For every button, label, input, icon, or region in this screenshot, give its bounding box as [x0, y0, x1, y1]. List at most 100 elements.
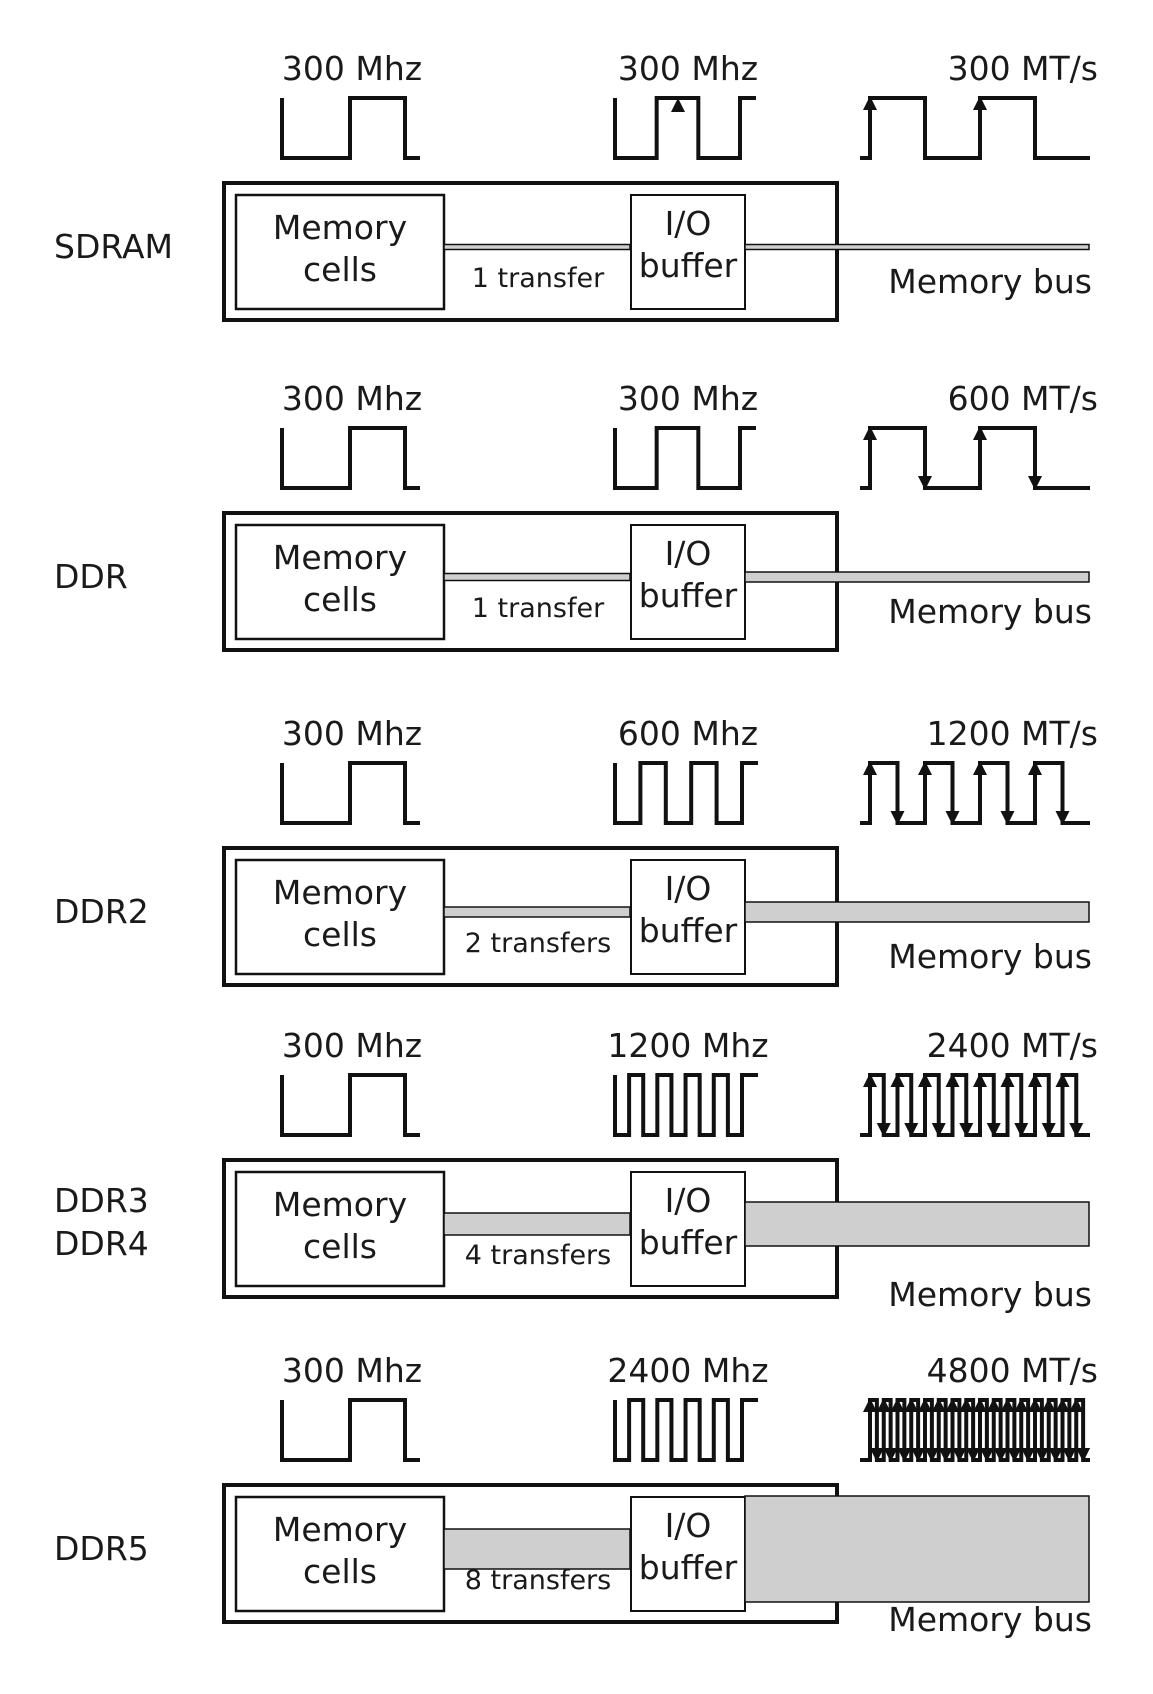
falling-edge-arrow	[883, 1448, 898, 1462]
falling-edge-arrow	[966, 1448, 981, 1462]
io-buffer-label: I/O	[665, 1506, 712, 1545]
falling-edge-arrow	[904, 1123, 919, 1137]
transfers-label: 1 transfer	[472, 593, 605, 624]
falling-edge-arrow	[1021, 1448, 1036, 1462]
memory-type-label: DDR3	[54, 1181, 149, 1220]
memory-cells-box	[234, 1170, 446, 1288]
falling-edge-arrow	[993, 1448, 1008, 1462]
bus-rate-label: 4800 MT/s	[927, 1351, 1098, 1390]
bus-rate-label: 300 MT/s	[948, 49, 1098, 88]
rising-edge-arrow	[904, 1398, 919, 1412]
rising-edge-arrow	[918, 1073, 932, 1087]
rising-edge-arrow	[863, 96, 877, 110]
rising-edge-arrow	[959, 1398, 974, 1412]
core-clock-label: 300 Mhz	[282, 1351, 422, 1390]
io-clock-label: 1200 Mhz	[607, 1026, 768, 1065]
falling-edge-arrow	[1014, 1123, 1029, 1137]
memory-cells-box	[234, 858, 446, 976]
falling-edge-arrow	[918, 476, 932, 490]
core-clock-label: 300 Mhz	[282, 1026, 422, 1065]
memory-cells-label: cells	[303, 580, 377, 619]
bus-rate-label: 600 MT/s	[948, 379, 1098, 418]
memory-bus	[744, 901, 1090, 923]
io-clock-wave	[613, 1398, 758, 1462]
rising-edge-arrow	[986, 1398, 1001, 1412]
bus-clock-wave	[860, 1073, 1090, 1137]
io-clock-label: 300 Mhz	[618, 379, 758, 418]
core-clock-label: 300 Mhz	[282, 714, 422, 753]
falling-edge-arrow	[876, 1123, 891, 1137]
falling-edge-arrow	[931, 1123, 946, 1137]
rising-edge-arrow	[1014, 1398, 1029, 1412]
core-clock-wave	[280, 1398, 420, 1462]
io-buffer-label: buffer	[639, 246, 738, 285]
rising-edge-arrow	[1028, 1398, 1042, 1412]
rising-edge-arrow	[1000, 1073, 1015, 1087]
rising-edge-arrow	[973, 96, 987, 110]
io-buffer-label: I/O	[665, 869, 712, 908]
io-buffer-label: buffer	[639, 911, 738, 950]
memory-cells-box	[234, 523, 446, 641]
internal-data-path	[443, 906, 631, 918]
memory-type-label: DDR	[54, 557, 128, 596]
rising-edge-arrow	[876, 1398, 891, 1412]
rising-edge-arrow	[863, 1398, 877, 1412]
falling-edge-arrow	[1041, 1123, 1056, 1137]
falling-edge-arrow	[1055, 811, 1070, 825]
falling-edge-arrow	[1062, 1448, 1077, 1462]
rising-edge-arrow	[863, 1073, 877, 1087]
rising-edge-arrow	[931, 1398, 946, 1412]
io-buffer-label: buffer	[639, 1548, 738, 1587]
falling-edge-arrow	[938, 1448, 953, 1462]
rising-edge-arrow	[918, 761, 932, 775]
memory-bus-label: Memory bus	[888, 262, 1092, 301]
falling-edge-arrow	[911, 1448, 926, 1462]
memory-bus	[744, 1201, 1090, 1247]
io-buffer-box	[630, 1171, 746, 1287]
falling-edge-arrow	[1069, 1123, 1084, 1137]
rising-edge-arrow	[973, 426, 987, 440]
memory-cells-label: Memory	[273, 873, 407, 912]
internal-data-path	[443, 1528, 631, 1570]
rising-edge-arrow	[945, 1073, 960, 1087]
rising-edge-arrow	[1041, 1398, 1056, 1412]
memory-bus	[744, 243, 1090, 251]
bus-clock-wave	[860, 426, 1090, 490]
io-clock-wave	[613, 1073, 758, 1137]
falling-edge-arrow	[952, 1448, 967, 1462]
falling-edge-arrow	[1076, 1448, 1091, 1462]
core-clock-label: 300 Mhz	[282, 49, 422, 88]
io-buffer-label: buffer	[639, 1223, 738, 1262]
bus-rate-label: 1200 MT/s	[927, 714, 1098, 753]
rising-edge-arrow	[973, 1073, 987, 1087]
transfers-label: 8 transfers	[465, 1565, 611, 1596]
falling-edge-arrow	[869, 1448, 884, 1462]
memory-cells-label: cells	[303, 1552, 377, 1591]
falling-edge-arrow	[1000, 811, 1015, 825]
rising-edge-arrow	[890, 1398, 905, 1412]
transfers-label: 2 transfers	[465, 928, 611, 959]
bus-clock-wave	[860, 761, 1090, 825]
falling-edge-arrow	[924, 1448, 939, 1462]
memory-bus-label: Memory bus	[888, 1275, 1092, 1314]
falling-edge-arrow	[959, 1123, 974, 1137]
rising-edge-arrow	[890, 1073, 905, 1087]
memory-cells-label: Memory	[273, 1185, 407, 1224]
memory-bus	[744, 571, 1090, 583]
rising-edge-arrow	[1055, 1073, 1070, 1087]
memory-type-label: DDR4	[54, 1224, 149, 1263]
rising-edge-arrow	[918, 1398, 932, 1412]
falling-edge-arrow	[945, 811, 960, 825]
core-clock-wave	[280, 1073, 420, 1137]
io-clock-wave	[613, 761, 758, 825]
rising-edge-arrow	[1028, 761, 1042, 775]
falling-edge-arrow	[1048, 1448, 1063, 1462]
memory-bus-label: Memory bus	[888, 1600, 1092, 1639]
core-clock-wave	[280, 96, 420, 160]
core-clock-wave	[280, 761, 420, 825]
io-buffer-label: I/O	[665, 1181, 712, 1220]
io-clock-wave	[613, 426, 756, 490]
